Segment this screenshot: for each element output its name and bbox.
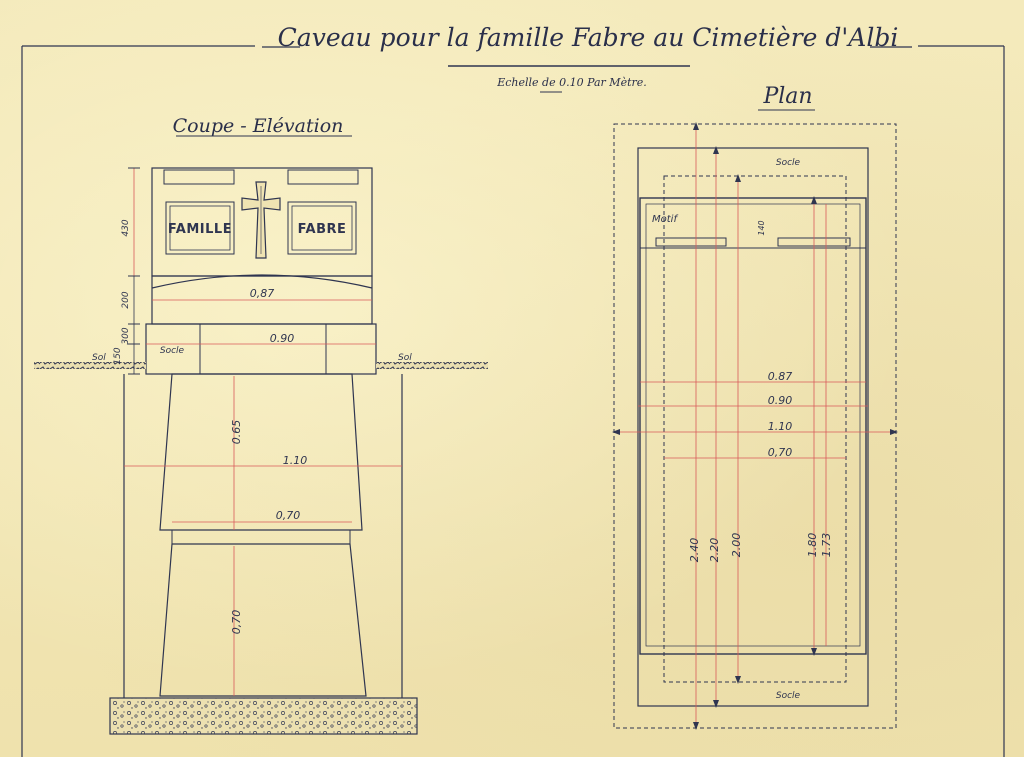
dim-lower-height: 0,70 (230, 610, 243, 635)
plan-dim-140: 140 (757, 220, 766, 235)
plan-socle-top-label: Socle (776, 158, 801, 168)
plan-dim-070: 0,70 (768, 446, 793, 459)
plan-dim-110: 1.10 (768, 420, 793, 433)
dim-socle-width: 0.90 (270, 332, 295, 345)
plan-dim-240: 2.40 (688, 538, 701, 563)
drawing-title: Caveau pour la famille Fabre au Cimetièr… (278, 23, 899, 52)
sol-left-label: Sol (92, 353, 106, 363)
plan-socle-bottom-label: Socle (776, 691, 801, 701)
dim-bottom-width: 0,70 (276, 509, 301, 522)
title-block: Caveau pour la famille Fabre au Cimetièr… (262, 23, 912, 93)
plan-dim-173: 1.73 (820, 533, 833, 558)
scale-note: Echelle de 0.10 Par Mètre. (496, 76, 647, 89)
dim-300: 300 (121, 327, 131, 344)
elevation-heading: Coupe - Elévation (173, 115, 344, 137)
plan-motif-label: Motif (652, 214, 678, 225)
plan-dim-200: 2.00 (730, 533, 743, 558)
plan-dim-220: 2.20 (708, 538, 721, 563)
famille-inscription: FAMILLE (168, 222, 232, 237)
plan-dim-087: 0.87 (768, 370, 793, 383)
socle-label: Socle (160, 346, 185, 356)
elevation-view: FAMILLE FABRE Socle Sol Sol (34, 167, 488, 735)
plan-socle (637, 147, 869, 707)
dim-top-width: 0,87 (250, 287, 275, 300)
plan-view: Socle Socle Motif 140 0.87 0.90 1.10 0,7… (612, 122, 898, 730)
plan-dim-090: 0.90 (768, 394, 793, 407)
dim-mid-width: 1.10 (283, 454, 308, 467)
dim-upper-height: 0.65 (230, 420, 243, 445)
sheet-border (21, 45, 1005, 757)
dim-430: 430 (121, 219, 131, 236)
ground-right (376, 362, 488, 369)
dim-200: 200 (121, 291, 131, 308)
dim-150: 150 (113, 347, 123, 364)
gravel-foundation (109, 697, 418, 735)
upper-vault (159, 373, 363, 531)
plan-outer-dashed (613, 123, 897, 729)
plan-slab (639, 197, 867, 655)
plan-heading: Plan (762, 84, 812, 109)
plan-dim-180: 1.80 (806, 533, 819, 558)
fabre-inscription: FABRE (298, 222, 347, 237)
lower-vault (159, 543, 367, 697)
sol-right-label: Sol (398, 353, 412, 363)
ground-left (34, 362, 146, 369)
